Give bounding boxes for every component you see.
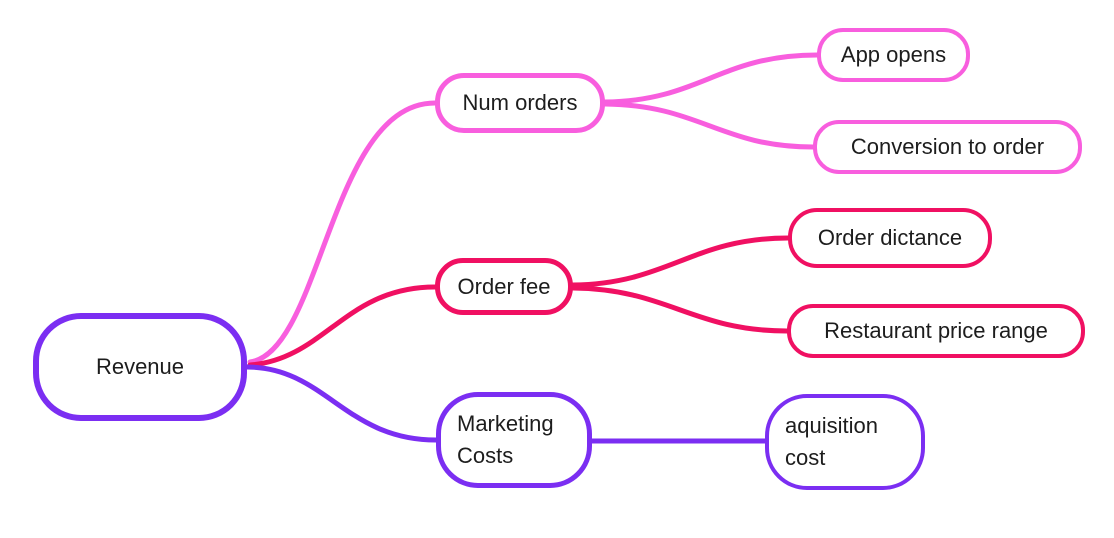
node-label: Restaurant price range xyxy=(824,318,1048,344)
node-label: Marketing Costs xyxy=(457,411,554,468)
node-label: Num orders xyxy=(462,90,578,116)
mindmap-node-revenue[interactable]: Revenue xyxy=(33,313,247,421)
mindmap-node-restaurant-price-range[interactable]: Restaurant price range xyxy=(787,304,1085,358)
mindmap-node-app-opens[interactable]: App opens xyxy=(817,28,970,82)
edge-num-orders-conversion xyxy=(602,101,816,150)
edge-num-orders-app-opens xyxy=(602,52,820,105)
mindmap-node-num-orders[interactable]: Num orders xyxy=(435,73,605,133)
edge-revenue-marketing xyxy=(244,364,439,443)
mindmap-node-order-fee[interactable]: Order fee xyxy=(435,258,573,315)
edge-revenue-num-orders xyxy=(247,100,438,365)
edge-revenue-order-fee xyxy=(247,284,438,368)
mindmap-node-conversion-to-order[interactable]: Conversion to order xyxy=(813,120,1082,174)
node-label: Order dictance xyxy=(817,225,963,251)
node-label: aquisition cost xyxy=(785,413,878,470)
edge-order-fee-restaurant xyxy=(570,285,790,334)
mindmap-node-order-dictance[interactable]: Order dictance xyxy=(788,208,992,268)
node-label: App opens xyxy=(840,42,947,68)
mindmap-node-aquisition-cost[interactable]: aquisition cost xyxy=(765,394,925,490)
edge-order-fee-dictance xyxy=(570,235,791,288)
mindmap-node-marketing-costs[interactable]: Marketing Costs xyxy=(436,392,592,488)
node-label: Revenue xyxy=(95,354,185,380)
node-label: Order fee xyxy=(457,273,551,299)
node-label: Conversion to order xyxy=(850,134,1045,160)
